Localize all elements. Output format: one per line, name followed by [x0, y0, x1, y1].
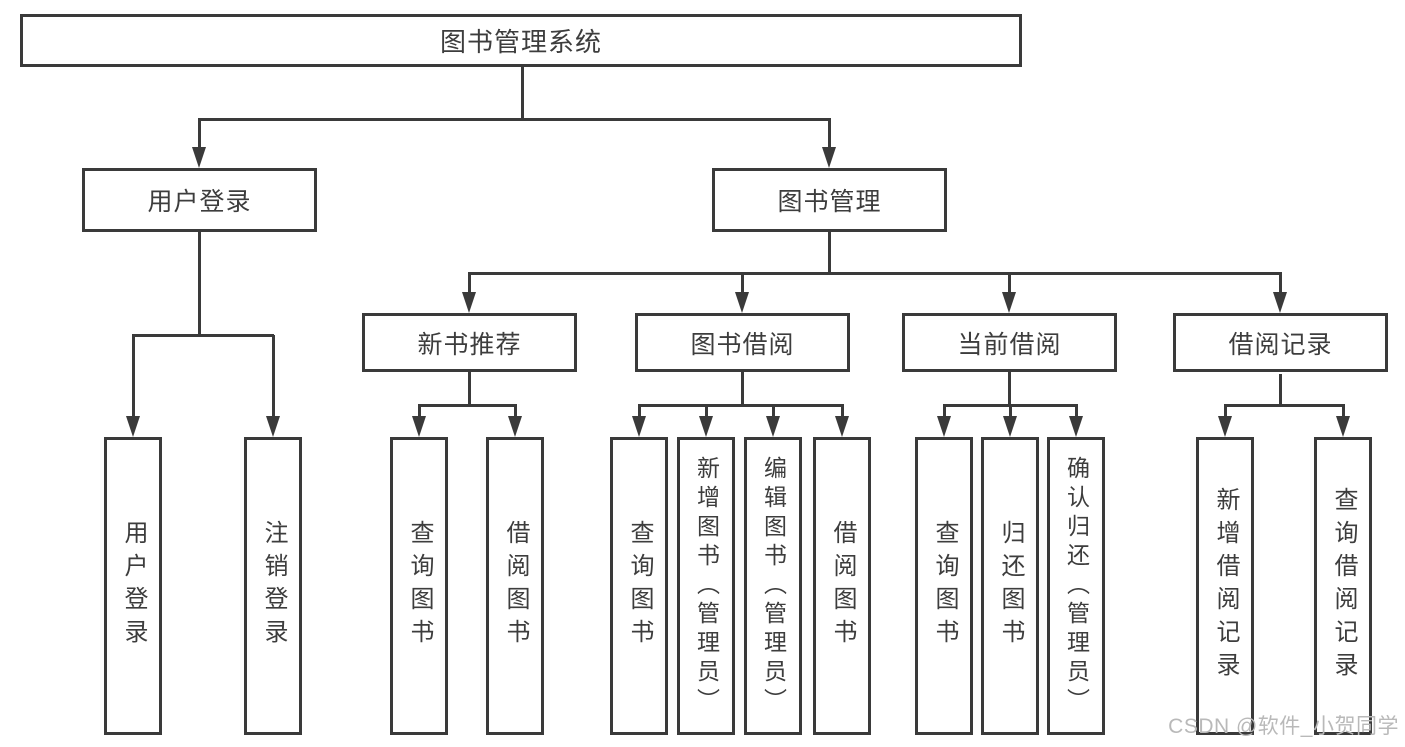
- node-label: 图书管理: [777, 188, 882, 216]
- connector-line: [513, 405, 517, 419]
- arrowhead-icon: [936, 416, 951, 437]
- arrowhead-icon: [631, 416, 646, 437]
- node-label: 借阅记录: [1228, 330, 1333, 359]
- node-leaf-borrow-books: 借阅图书: [813, 437, 871, 735]
- arrowhead-icon: [192, 147, 206, 168]
- node-current-borrowing: 当前借阅: [902, 313, 1117, 372]
- connector-line: [198, 119, 201, 150]
- watermark: CSDN @软件_小贺同学: [1168, 715, 1399, 738]
- connector-line: [704, 405, 708, 419]
- node-leaf-return-books: 归还图书: [981, 437, 1039, 735]
- connector-line: [198, 117, 831, 121]
- node-label: 图书管理系统: [439, 27, 602, 57]
- node-label: 确认归还（管理员）: [1063, 455, 1090, 717]
- node-new-book-recommend: 新书推荐: [362, 313, 577, 372]
- connector-line: [942, 405, 946, 419]
- node-leaf-logout: 注销登录: [244, 437, 302, 735]
- connector-line: [741, 273, 744, 295]
- connector-line: [1223, 403, 1345, 407]
- node-label: 查询图书: [931, 520, 958, 652]
- arrowhead-icon: [698, 416, 713, 437]
- arrowhead-icon: [1217, 416, 1232, 437]
- node-book-borrowing: 图书借阅: [635, 313, 850, 372]
- node-label: 查询图书: [626, 520, 653, 652]
- arrowhead-icon: [1068, 416, 1083, 437]
- node-leaf-add-borrow-record: 新增借阅记录: [1196, 437, 1254, 735]
- connector-line: [840, 405, 844, 419]
- connector-line: [637, 405, 641, 419]
- node-leaf-edit-books-admin: 编辑图书（管理员）: [744, 437, 802, 735]
- node-label: 新书推荐: [417, 330, 522, 359]
- arrowhead-icon: [1002, 416, 1017, 437]
- arrowhead-icon: [765, 416, 780, 437]
- node-label: 查询图书: [406, 520, 433, 652]
- arrowhead-icon: [462, 292, 476, 313]
- connector-line: [828, 232, 831, 273]
- arrowhead-icon: [1002, 292, 1016, 313]
- node-leaf-borrow-books: 借阅图书: [486, 437, 544, 735]
- connector-line: [1279, 374, 1282, 405]
- connector-line: [1223, 405, 1227, 419]
- node-label: 用户登录: [120, 520, 147, 652]
- node-label: 用户登录: [147, 188, 252, 216]
- node-library-management-system: 图书管理系统: [20, 14, 1022, 67]
- arrowhead-icon: [822, 147, 836, 168]
- connector-line: [468, 372, 471, 405]
- node-label: 注销登录: [260, 520, 287, 652]
- arrowhead-icon: [265, 416, 280, 437]
- connector-line: [198, 232, 201, 335]
- connector-line: [1341, 405, 1345, 419]
- connector-line: [1074, 405, 1078, 419]
- node-leaf-add-books-admin: 新增图书（管理员）: [677, 437, 735, 735]
- node-label: 新增图书（管理员）: [693, 455, 720, 717]
- arrowhead-icon: [507, 416, 522, 437]
- node-label: 借阅图书: [502, 520, 529, 652]
- connector-line: [468, 271, 1282, 275]
- node-leaf-search-books: 查询图书: [610, 437, 668, 735]
- node-label: 图书借阅: [690, 330, 795, 359]
- node-label: 查询借阅记录: [1330, 487, 1357, 685]
- connector-line: [1008, 273, 1011, 295]
- arrowhead-icon: [1335, 416, 1350, 437]
- node-label: 借阅图书: [829, 520, 856, 652]
- node-leaf-search-books: 查询图书: [390, 437, 448, 735]
- connector-line: [1008, 405, 1012, 419]
- connector-line: [131, 335, 135, 419]
- arrowhead-icon: [834, 416, 849, 437]
- arrowhead-icon: [125, 416, 140, 437]
- node-user-login-module: 用户登录: [82, 168, 317, 232]
- connector-line: [828, 119, 831, 150]
- connector-line: [132, 333, 274, 337]
- node-leaf-confirm-return-admin: 确认归还（管理员）: [1047, 437, 1105, 735]
- connector-line: [520, 67, 524, 119]
- arrowhead-icon: [735, 292, 749, 313]
- node-leaf-search-books: 查询图书: [915, 437, 973, 735]
- arrowhead-icon: [1273, 292, 1287, 313]
- connector-line: [1279, 273, 1282, 295]
- connector-line: [1008, 372, 1011, 405]
- node-label: 当前借阅: [957, 330, 1062, 359]
- node-label: 归还图书: [997, 520, 1024, 652]
- node-leaf-user-login: 用户登录: [104, 437, 162, 735]
- node-label: 新增借阅记录: [1212, 487, 1239, 685]
- connector-line: [468, 273, 471, 295]
- connector-line: [271, 335, 275, 419]
- node-label: 编辑图书（管理员）: [760, 455, 787, 717]
- node-leaf-search-borrow-record: 查询借阅记录: [1314, 437, 1372, 735]
- arrowhead-icon: [411, 416, 426, 437]
- node-book-management-module: 图书管理: [712, 168, 947, 232]
- connector-line: [637, 403, 844, 407]
- connector-line: [417, 403, 517, 407]
- connector-line: [771, 405, 775, 419]
- node-borrow-records: 借阅记录: [1173, 313, 1388, 372]
- connector-line: [741, 372, 744, 405]
- connector-line: [417, 405, 421, 419]
